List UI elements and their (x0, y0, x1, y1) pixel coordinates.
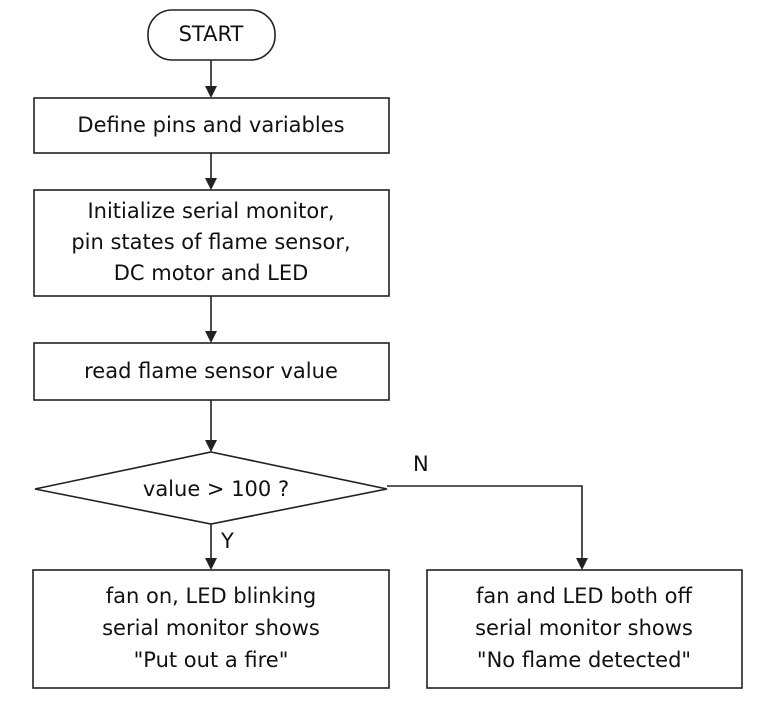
arrowhead-define-to-init (205, 178, 217, 190)
no-action-line-1: fan and LED both off (476, 584, 692, 608)
yes-action-line-1: fan on, LED blinking (106, 584, 317, 608)
decision-label: value > 100 ? (143, 477, 289, 501)
arrowhead-start-to-define (205, 86, 217, 98)
yes-action-line-2: serial monitor shows (102, 616, 320, 640)
init-label-line-1: Initialize serial monitor, (87, 199, 334, 223)
read-label: read flame sensor value (84, 359, 338, 383)
edge-decision-no (387, 485, 583, 560)
init-label-line-2: pin states of flame sensor, (71, 230, 350, 254)
define-process-box (33, 97, 390, 154)
yes-action-line-3: "Put out a fire" (134, 648, 289, 672)
no-action-line-3: "No flame detected" (477, 648, 691, 672)
arrowhead-decision-no (576, 558, 588, 570)
arrowhead-decision-yes (205, 558, 217, 570)
define-label: Define pins and variables (77, 113, 344, 137)
no-branch-label: N (413, 452, 429, 476)
no-action-box (426, 569, 743, 689)
no-action-line-2: serial monitor shows (475, 616, 693, 640)
read-process-box (33, 342, 390, 401)
yes-branch-label: Y (220, 529, 234, 553)
arrowhead-init-to-read (205, 331, 217, 343)
init-label-line-3: DC motor and LED (114, 261, 309, 285)
arrowhead-read-to-decision (205, 440, 217, 452)
start-label: START (179, 22, 244, 46)
yes-action-box (32, 569, 390, 689)
